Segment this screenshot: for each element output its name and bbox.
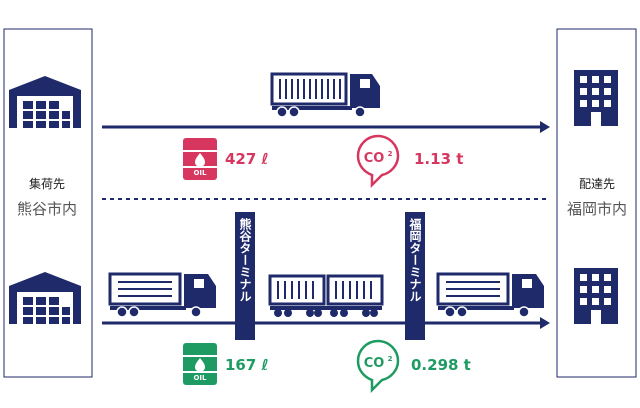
origin-place: 熊谷市内 [17, 200, 77, 218]
terminal-start-label: 熊谷ターミナル [238, 217, 252, 302]
terminal-bar-start [235, 212, 255, 340]
origin-label: 集荷先 [29, 176, 65, 191]
oil-badge-text: OIL [193, 374, 207, 382]
building-icon [574, 268, 618, 324]
terminal-end-label: 福岡ターミナル [408, 217, 422, 302]
terminal-bar-end [405, 212, 425, 340]
truck-fuel-value: 427 ℓ [225, 150, 269, 168]
truck-icon [108, 272, 216, 318]
oil-drum-icon [182, 343, 218, 385]
co2-badge-sub: 2 [388, 355, 393, 363]
destination-place: 福岡市内 [567, 200, 627, 218]
co2-pin-icon [356, 339, 400, 394]
truck-co2-value: 1.13 t [414, 150, 463, 168]
arrowhead-icon [540, 317, 550, 329]
building-icon [574, 70, 618, 126]
co2-badge-text: CO [364, 151, 385, 166]
oil-badge-text: OIL [193, 169, 207, 177]
oil-drum-icon [182, 138, 218, 180]
warehouse-icon [9, 272, 81, 324]
destination-label: 配達先 [579, 177, 615, 191]
arrowhead-icon [540, 121, 550, 133]
warehouse-icon [9, 76, 81, 128]
truck-icon [436, 272, 544, 318]
rail-fuel-value: 167 ℓ [225, 356, 269, 374]
truck-icon [270, 72, 380, 118]
co2-badge-sub: 2 [388, 150, 393, 158]
rail-co2-value: 0.298 t [411, 356, 471, 374]
freight-train-icon [268, 274, 384, 317]
co2-pin-icon [356, 134, 400, 189]
co2-badge-text: CO [364, 356, 385, 371]
